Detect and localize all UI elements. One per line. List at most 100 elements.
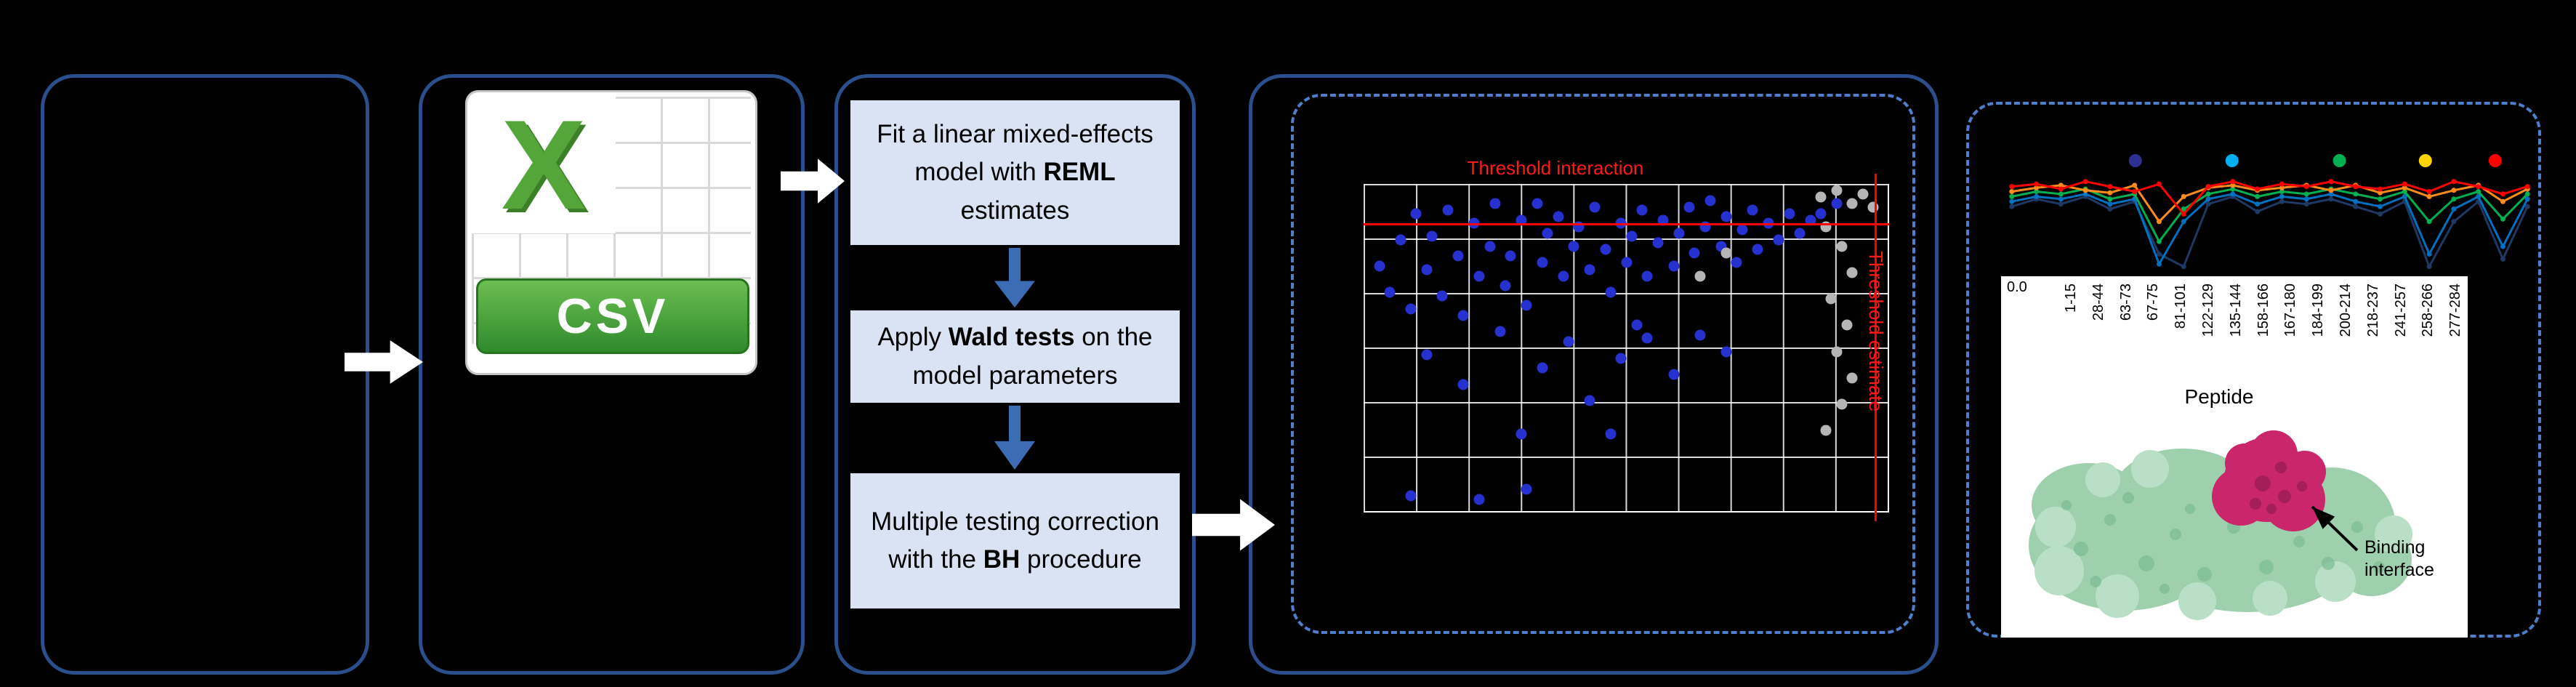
- profile-series-marker: [2058, 201, 2064, 207]
- scatter-point-blue: [1421, 349, 1433, 361]
- profile-series-marker: [2034, 188, 2040, 194]
- process-box-text: Multiple testing correction with the: [871, 507, 1159, 574]
- scatter-point-blue: [1831, 198, 1843, 209]
- profile-series-marker: [2353, 184, 2359, 190]
- peptide-tick-label: 135-144: [2227, 284, 2244, 337]
- scatter-point-blue: [1689, 247, 1700, 259]
- process-box-bold: BH: [983, 545, 1021, 574]
- peptide-tick-label: 63-73: [2117, 284, 2134, 321]
- profile-series-marker: [2451, 196, 2457, 202]
- scatter-point-blue: [1531, 198, 1543, 209]
- scatter-point-blue: [1489, 198, 1501, 209]
- peptide-tick-label: 218-237: [2364, 284, 2381, 337]
- scatter-point-blue: [1374, 260, 1385, 272]
- scatter-point-gray: [1846, 372, 1858, 384]
- process-box-bold: REML: [1043, 158, 1116, 187]
- profile-series-marker: [2303, 201, 2309, 207]
- profile-series-marker: [2279, 198, 2285, 204]
- profile-series-marker: [2402, 188, 2407, 194]
- peptide-tick-label: 200-214: [2338, 284, 2354, 337]
- scatter-point-blue: [1668, 260, 1680, 272]
- scatter-point-gray: [1846, 267, 1858, 278]
- scatter-point-gray: [1720, 247, 1732, 259]
- profile-series-marker: [2156, 238, 2162, 244]
- scatter-point-gray: [1831, 346, 1843, 358]
- profile-series-red: [2011, 180, 2528, 216]
- profile-series-marker: [2009, 204, 2015, 209]
- profile-series-marker: [2156, 181, 2162, 187]
- scatter-point-blue: [1405, 303, 1417, 315]
- process-box-text: estimates: [960, 196, 1070, 225]
- binding-domain-texture: [2250, 462, 2307, 514]
- peptide-tick-label: 81-101: [2173, 284, 2189, 329]
- profile-series-marker: [2009, 184, 2015, 190]
- scatter-point-blue: [1641, 270, 1653, 282]
- scatter-point-blue: [1805, 214, 1816, 226]
- process-box-text: procedure: [1020, 545, 1142, 574]
- scatter-point-blue: [1452, 250, 1464, 262]
- scatter-point-blue: [1815, 208, 1827, 220]
- profile-series-marker: [2181, 206, 2186, 212]
- profile-series-marker: [2476, 193, 2482, 199]
- scatter-point-blue: [1521, 300, 1532, 311]
- profile-series-marker: [2426, 193, 2432, 199]
- process-box-reml: Fit a linear mixed-effects model with RE…: [849, 99, 1181, 246]
- scatter-point-blue: [1736, 224, 1748, 236]
- profile-series-orange: [2011, 184, 2528, 224]
- profile-series-marker: [2034, 181, 2040, 187]
- scatter-point-gray: [1841, 319, 1853, 331]
- profile-series-marker: [2181, 193, 2186, 199]
- profile-series-marker: [2230, 182, 2236, 188]
- scatter-point-blue: [1473, 494, 1485, 505]
- scatter-point-blue: [1500, 280, 1511, 292]
- profile-series-navy: [2011, 195, 2529, 270]
- scatter-point-blue: [1605, 428, 1617, 440]
- scatter-point-blue: [1505, 250, 1516, 262]
- scatter-point-blue: [1521, 483, 1532, 495]
- scatter-point-blue: [1410, 208, 1422, 220]
- profile-series-marker: [2328, 191, 2334, 197]
- down-arrow-icon: [994, 248, 1035, 308]
- scatter-point-blue: [1589, 201, 1601, 213]
- profile-series-marker: [2378, 204, 2383, 209]
- peptide-tick-label: 28-44: [2090, 284, 2106, 321]
- profile-series-marker: [2353, 191, 2359, 197]
- scatter-point-blue: [1683, 201, 1695, 213]
- profile-series-marker: [2082, 191, 2088, 197]
- right-arrow-icon: [1192, 499, 1275, 551]
- process-box-wald: Apply Wald tests on the model parameters: [849, 309, 1181, 404]
- protein-surface-texture: [2061, 492, 2385, 594]
- profile-series-marker: [2476, 188, 2482, 194]
- profile-series-marker: [2230, 179, 2236, 185]
- scatter-point-gray: [1836, 398, 1848, 410]
- scatter-point-blue: [1405, 490, 1417, 502]
- scatter-plot: [1364, 174, 1889, 521]
- profile-series-marker: [2009, 188, 2015, 194]
- scatter-point-blue: [1636, 204, 1648, 216]
- y-axis-tick-label: 0.0: [2007, 279, 2027, 295]
- scatter-point-blue: [1421, 264, 1433, 276]
- profile-series-marker: [2205, 191, 2211, 197]
- scatter-point-blue: [1395, 234, 1406, 246]
- scatter-point-blue: [1720, 211, 1732, 222]
- threshold-interaction-label: Threshold interaction: [1467, 157, 1644, 179]
- profile-series-marker: [2378, 196, 2383, 202]
- profile-series-marker: [2353, 198, 2359, 204]
- csv-sheet: X CSV: [465, 90, 757, 375]
- scatter-point-blue: [1773, 234, 1784, 246]
- scatter-point-blue: [1553, 211, 1563, 222]
- profile-series-marker: [2328, 188, 2334, 193]
- peptide-tick-label: 241-257: [2392, 284, 2409, 337]
- profile-series-marker: [2303, 184, 2309, 190]
- profile-series-marker: [2500, 191, 2505, 197]
- profile-series-marker: [2034, 193, 2040, 199]
- scatter-point-blue: [1784, 208, 1795, 220]
- profile-series-marker: [2058, 196, 2064, 202]
- profile-series-marker: [2426, 264, 2432, 270]
- excel-x-letter: X: [501, 94, 587, 236]
- scatter-point-blue: [1621, 257, 1632, 268]
- profile-series-marker: [2378, 186, 2383, 192]
- profile-series-marker: [2255, 186, 2261, 192]
- peptide-tick-label: 158-166: [2255, 284, 2271, 337]
